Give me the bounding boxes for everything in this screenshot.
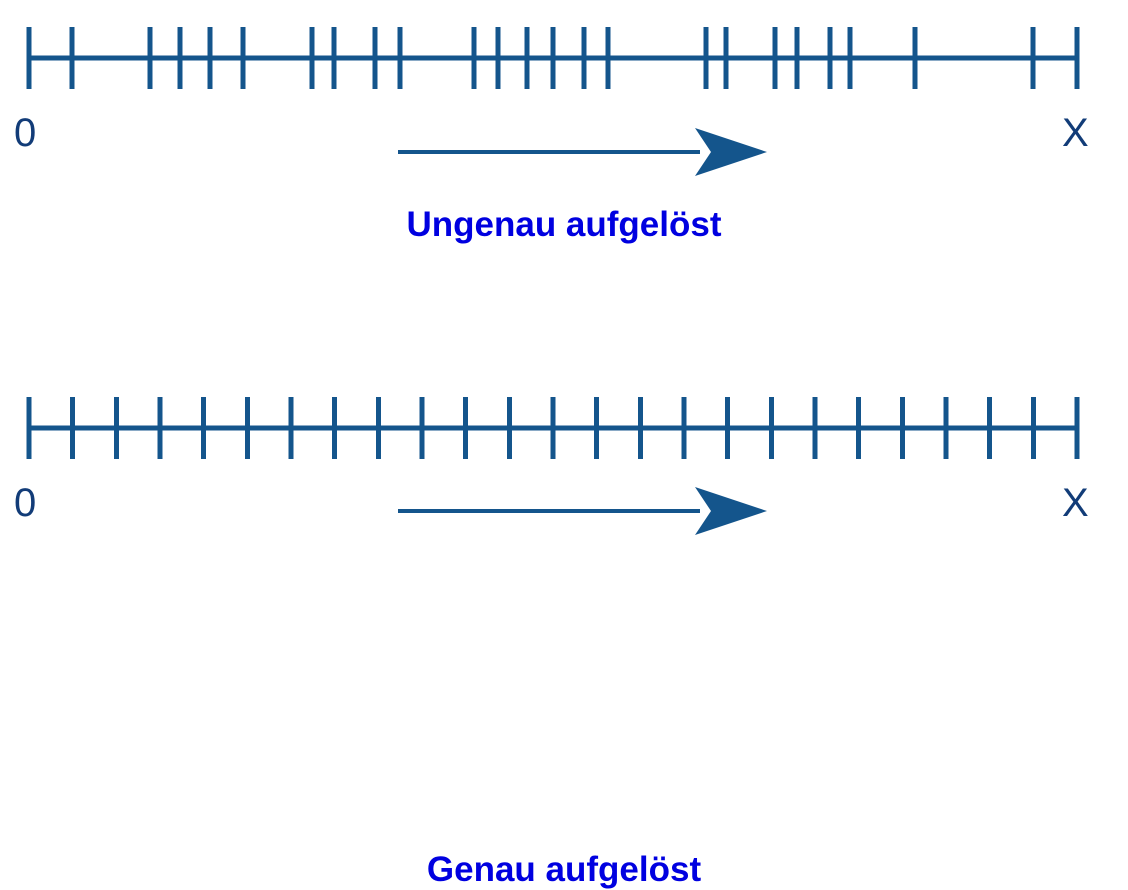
direction-arrow-coarse (395, 126, 770, 178)
axis-end-label: X (1062, 111, 1089, 155)
axis-start-label: 0 (14, 481, 37, 525)
panel-fine-resolution: 0 X Genau aufgelöst (0, 300, 1128, 889)
direction-arrow-fine (395, 485, 770, 537)
ruler-coarse (0, 0, 1128, 110)
caption-fine: Genau aufgelöst (426, 850, 702, 889)
caption-coarse: Ungenau aufgelöst (406, 205, 722, 244)
ruler-fine (0, 370, 1128, 480)
axis-start-label: 0 (14, 111, 37, 155)
arrow-head (695, 487, 767, 535)
axis-end-label: X (1062, 481, 1089, 525)
arrow-head (695, 128, 767, 176)
panel-coarse-resolution: 0 X Ungenau aufgelöst (0, 0, 1128, 300)
